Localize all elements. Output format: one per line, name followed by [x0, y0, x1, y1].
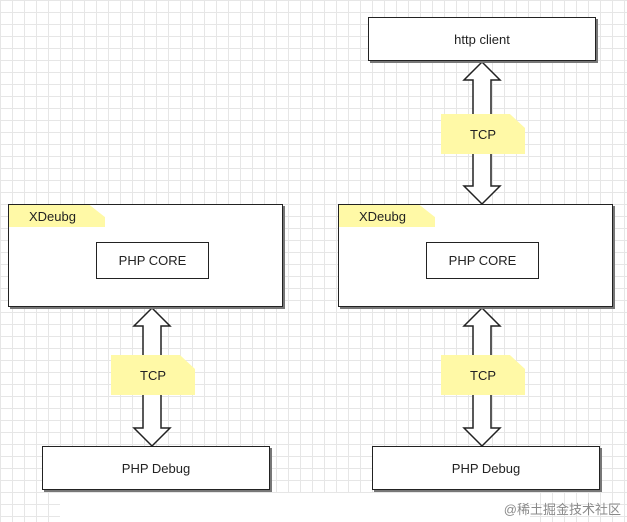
right-xdebug-box: XDeubg PHP CORE: [338, 204, 613, 307]
left-php-debug-box: PHP Debug: [42, 446, 270, 490]
watermark-text: @稀土掘金技术社区: [503, 502, 621, 517]
bottom-white-strip: [60, 493, 530, 522]
left-tcp-note: TCP: [111, 355, 195, 395]
right-xdebug-tag-label: XDeubg: [359, 209, 406, 224]
left-php-core-box: PHP CORE: [96, 242, 209, 279]
right-php-core-box: PHP CORE: [426, 242, 539, 279]
right-xdebug-tag: [339, 205, 435, 227]
right-top-tcp-note: TCP: [441, 114, 525, 154]
left-xdebug-box: XDeubg PHP CORE: [8, 204, 283, 307]
left-xdebug-tag-label: XDeubg: [29, 209, 76, 224]
right-php-debug-label: PHP Debug: [451, 460, 521, 476]
right-bottom-tcp-note: TCP: [441, 355, 525, 395]
right-http-client-box: http client: [368, 17, 596, 61]
left-php-debug-label: PHP Debug: [121, 460, 191, 476]
left-xdebug-tag: [9, 205, 105, 227]
right-http-client-label: http client: [454, 31, 510, 47]
right-php-debug-box: PHP Debug: [372, 446, 600, 490]
